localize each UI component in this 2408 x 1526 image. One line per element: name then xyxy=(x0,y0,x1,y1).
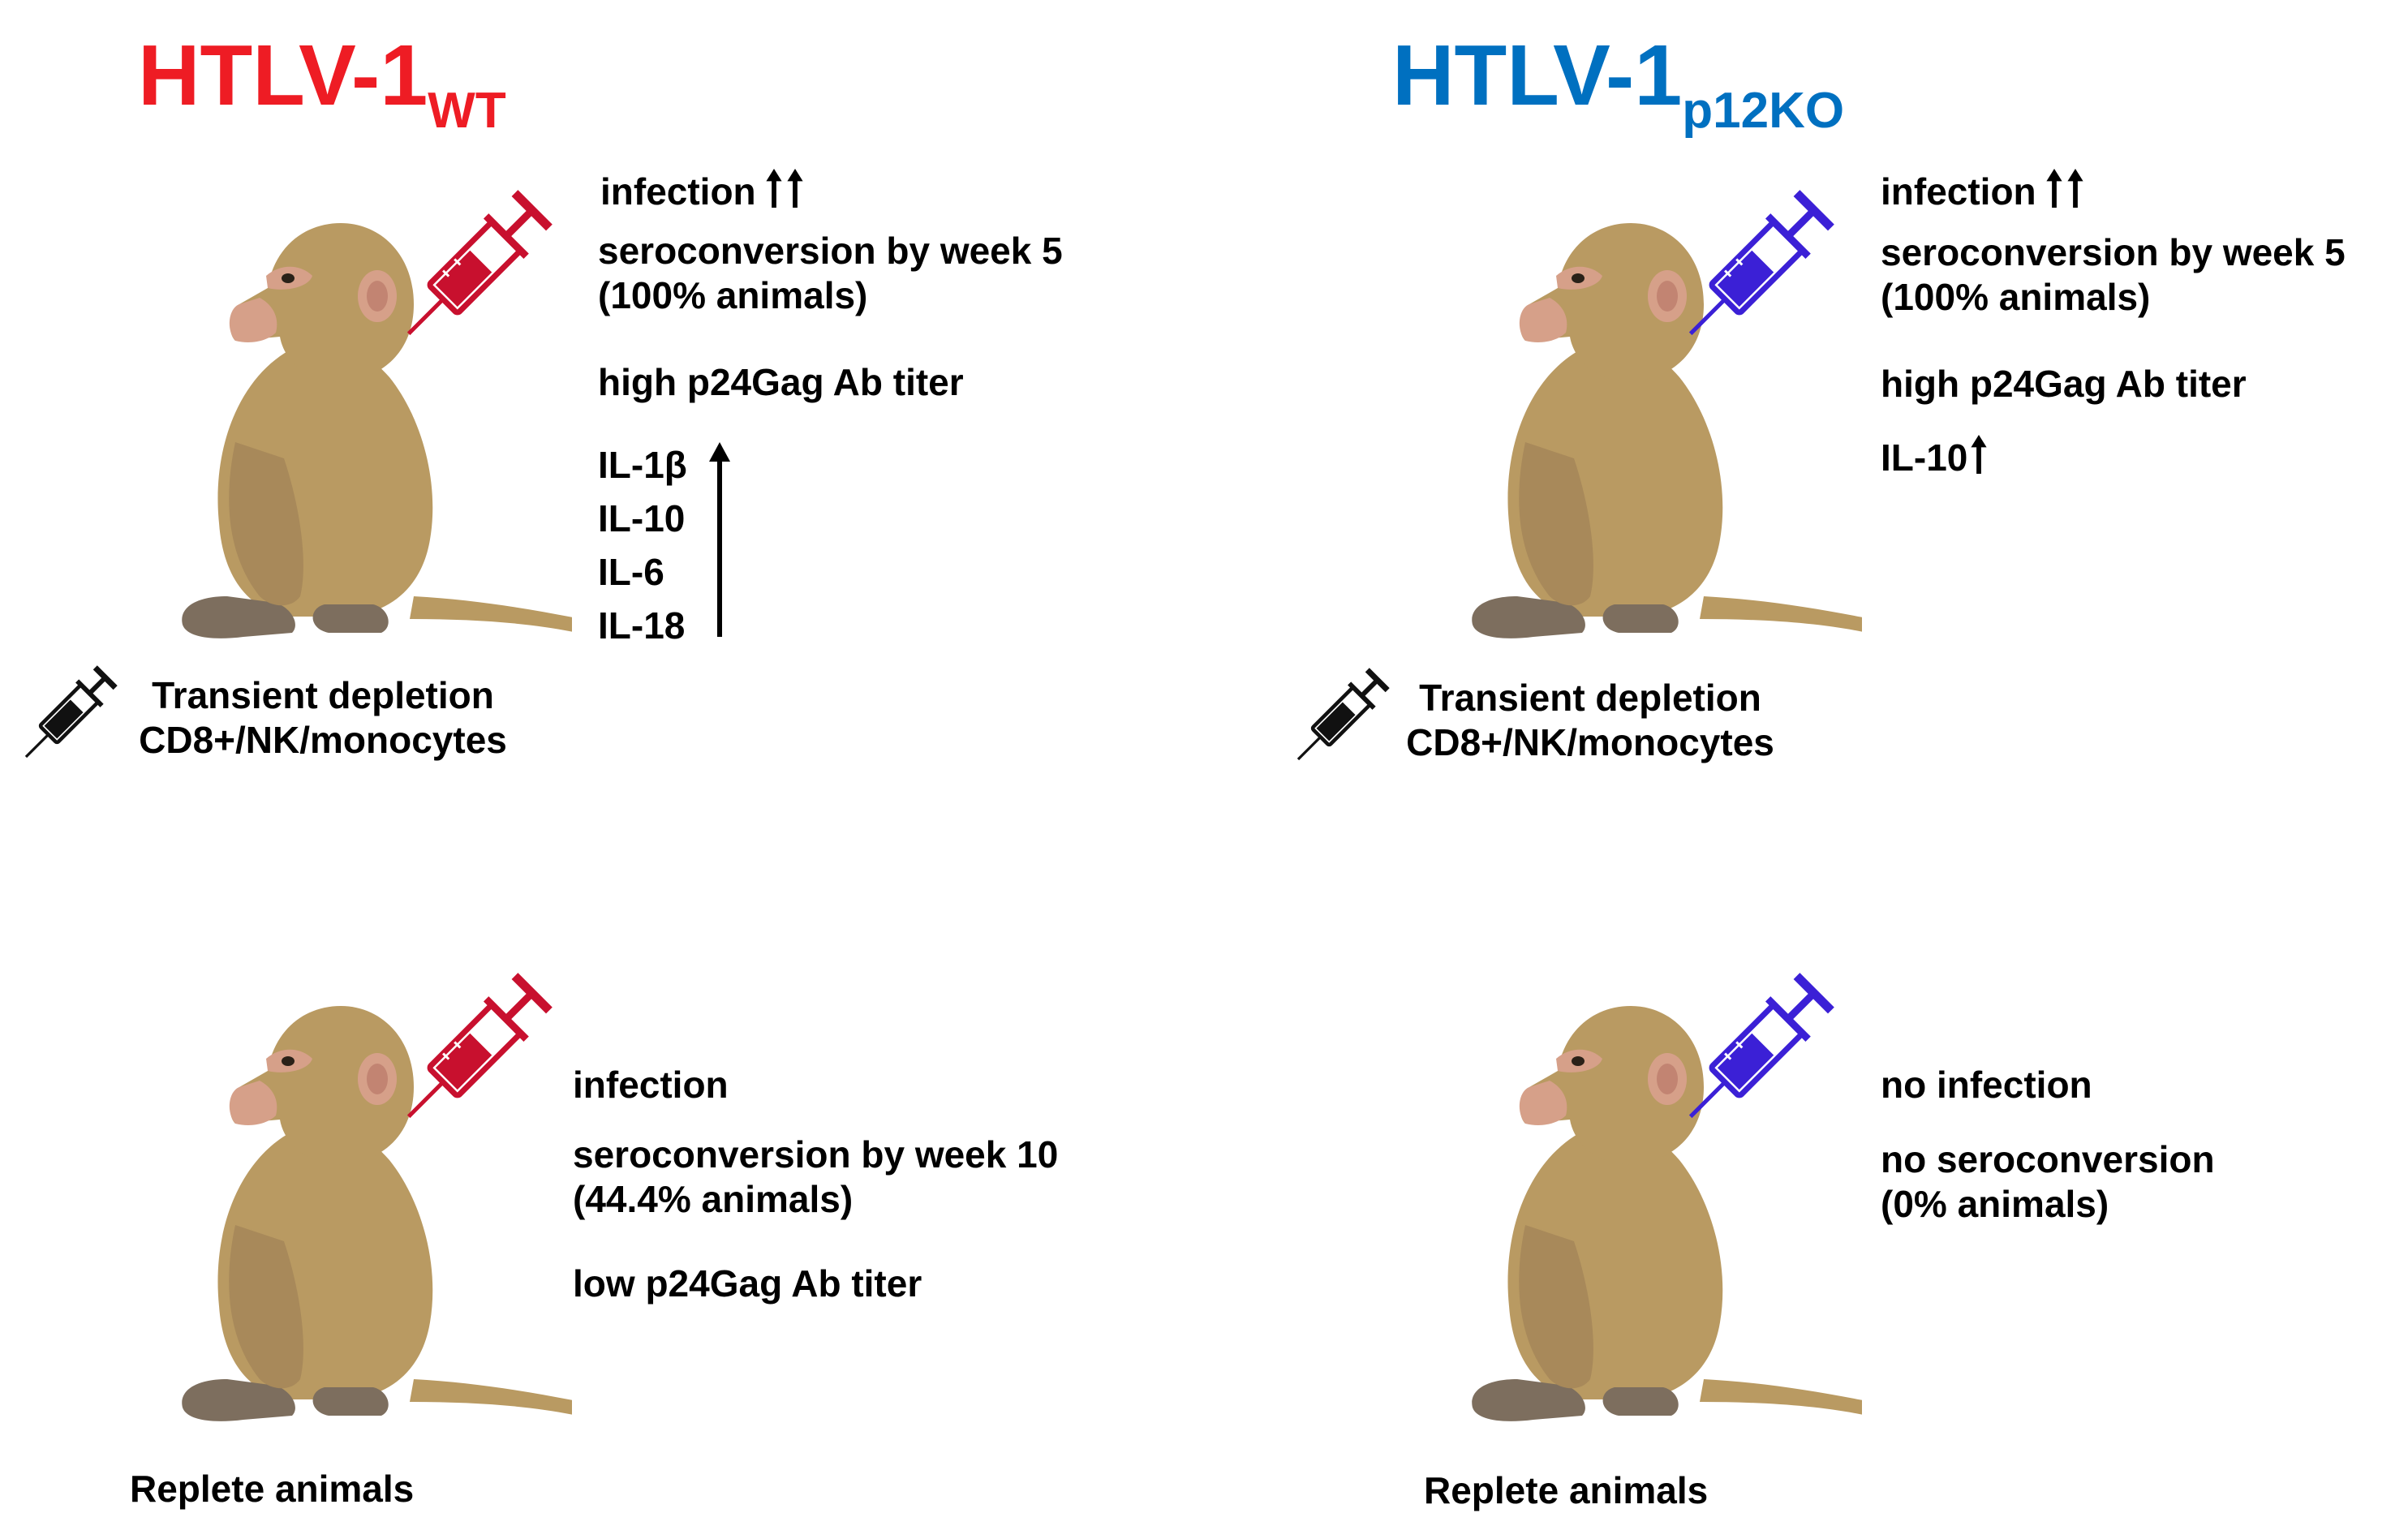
wt-replete-seroconversion: seroconversion by week 10 (44.4% animals… xyxy=(573,1133,1059,1221)
ko-depleted-titer: high p24Gag Ab titer xyxy=(1881,363,2247,405)
ko-cytokine: IL-10 xyxy=(1881,435,1987,480)
wt-replete-titer: low p24Gag Ab titer xyxy=(573,1262,922,1305)
cytokine-il6: IL-6 xyxy=(598,551,664,593)
blue-syringe-icon xyxy=(1663,174,1850,361)
blue-syringe-icon xyxy=(1663,957,1850,1144)
ko-replete-label: Replete animals xyxy=(1424,1469,1709,1511)
up-arrow-icon xyxy=(766,169,782,208)
ko-depleted-infection: infection xyxy=(1881,169,2083,214)
red-syringe-icon xyxy=(381,957,568,1144)
wt-replete-label: Replete animals xyxy=(130,1468,415,1510)
up-arrow-icon xyxy=(787,169,803,208)
ko-replete-seroconversion: no seroconversion (0% animals) xyxy=(1881,1138,2215,1226)
wt-cytokine-list: IL-1β IL-10 IL-6 IL-18 xyxy=(598,438,687,652)
ko-replete-infection: no infection xyxy=(1881,1064,2092,1106)
wt-replete-infection: infection xyxy=(573,1064,729,1106)
wt-title: HTLV-1WT xyxy=(138,32,506,136)
ko-title-main: HTLV-1 xyxy=(1392,28,1683,123)
wt-title-sub: WT xyxy=(428,83,506,139)
ko-depletion-label: Transient depletion CD8+/NK/monocytes xyxy=(1406,677,1774,764)
wt-depletion-label: Transient depletion CD8+/NK/monocytes xyxy=(139,674,507,762)
up-arrow-icon xyxy=(2067,169,2083,208)
cytokine-il18: IL-18 xyxy=(598,604,686,647)
up-arrow-icon xyxy=(2046,169,2062,208)
ko-depleted-seroconversion: seroconversion by week 5 (100% animals) xyxy=(1881,231,2346,319)
wt-title-main: HTLV-1 xyxy=(138,28,428,123)
wt-depleted-seroconversion: seroconversion by week 5 (100% animals) xyxy=(598,230,1063,317)
wt-depleted-titer: high p24Gag Ab titer xyxy=(598,361,964,403)
up-arrow-icon xyxy=(1971,435,1987,474)
cytokine-il1b: IL-1β xyxy=(598,444,687,486)
ko-title-sub: p12KO xyxy=(1682,83,1845,139)
wt-depleted-infection: infection xyxy=(600,169,803,214)
cytokine-il10: IL-10 xyxy=(598,497,686,539)
long-up-arrow-icon xyxy=(709,442,730,637)
red-syringe-icon xyxy=(381,174,568,361)
ko-title: HTLV-1p12KO xyxy=(1392,32,1844,136)
